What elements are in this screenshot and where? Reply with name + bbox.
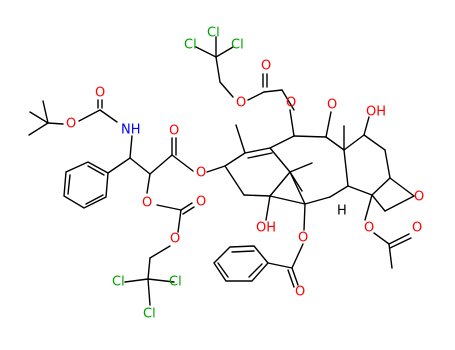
o-benzoate-carbonyl-label: O — [295, 285, 305, 300]
atom-labels: Cl Cl Cl O O O O OH O O NH O O O O O OH … — [66, 26, 424, 322]
acetate-group — [373, 232, 412, 269]
cl-b2-label: Cl — [169, 275, 182, 290]
o-c9-ketone-label: O — [327, 98, 337, 113]
o-troc2-ether-label: O — [170, 232, 180, 247]
o-boc-ether-label: O — [66, 117, 76, 132]
boc-group — [28, 99, 118, 136]
taxane-core — [224, 109, 415, 231]
o-ester-link-label: O — [196, 166, 206, 181]
h-c3-label: H — [337, 204, 347, 219]
cl-a2-label: Cl — [207, 26, 220, 41]
o-troc1-carbonyl-label: O — [261, 59, 271, 74]
oh-c1-label: OH — [256, 221, 276, 236]
o-c4-acetate-label: O — [364, 221, 374, 236]
troc-carbonate-c10 — [195, 36, 295, 111]
phenyl-ring — [63, 161, 109, 209]
benzoate-group — [213, 243, 304, 288]
troc-carbonate-2prime — [124, 202, 195, 306]
o-c2-benzoate-label: O — [298, 231, 308, 246]
o-c10-label: O — [286, 96, 296, 111]
side-chain — [107, 135, 226, 194]
nh-label: NH — [121, 123, 141, 138]
cl-b1-label: Cl — [112, 275, 125, 290]
o-c2prime-label: O — [142, 196, 152, 211]
o-troc1-ether-label: O — [236, 96, 246, 111]
o-oxetane-label: O — [414, 190, 424, 205]
o-ester-carbonyl-label: O — [169, 124, 179, 139]
oh-c7-label: OH — [366, 105, 386, 120]
o-acetate-carbonyl-label: O — [412, 221, 422, 236]
cl-b3-label: Cl — [143, 307, 156, 322]
cl-a1-label: Cl — [184, 38, 197, 53]
o-boc-carbonyl-label: O — [95, 86, 105, 101]
o-troc2-carbonyl-label: O — [196, 195, 206, 210]
cl-a3-label: Cl — [231, 38, 244, 53]
